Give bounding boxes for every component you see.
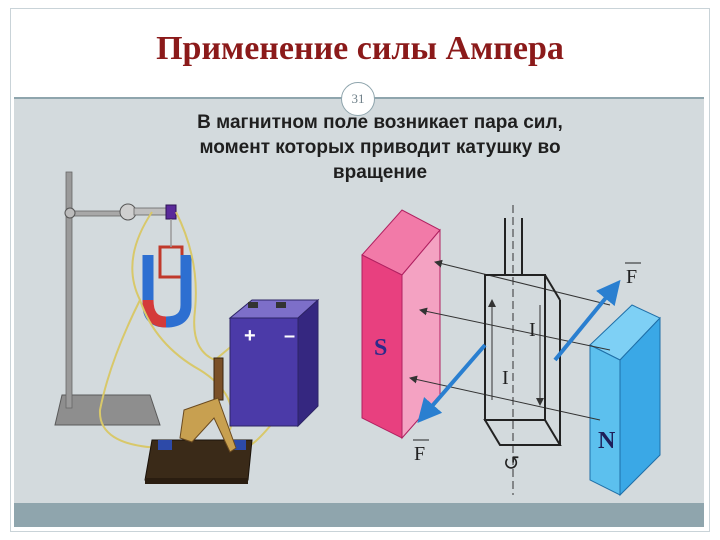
force-label-left: F — [414, 443, 425, 465]
wire-1 — [131, 211, 233, 431]
content-panel — [14, 98, 704, 503]
bottom-bar — [14, 503, 704, 527]
force-arrow-left — [417, 343, 487, 424]
field-line-3 — [409, 375, 601, 421]
magnet-n-front — [619, 316, 661, 497]
terminal-right — [232, 440, 246, 450]
terminal-left — [158, 440, 172, 450]
battery-plus-label: + — [244, 325, 256, 347]
field-line-1 — [434, 259, 611, 306]
battery-body — [229, 317, 299, 427]
force-arrow-right — [553, 279, 621, 362]
field-line-2 — [419, 307, 611, 351]
stand-base — [54, 394, 161, 426]
lab-apparatus: + – — [54, 171, 320, 484]
body-line-1: В магнитном поле возникает пара сил, — [197, 112, 563, 133]
pole-south-label: S — [374, 335, 387, 361]
small-coil — [158, 245, 184, 279]
coil-holder — [165, 204, 177, 220]
rotation-icon: ↺ — [503, 451, 520, 475]
force-label-right: F — [626, 266, 637, 288]
battery-minus-label: – — [284, 325, 295, 347]
body-line-2: момент которых приводит катушку во — [199, 137, 561, 158]
stand-rod — [65, 171, 73, 409]
magnet-n-side — [589, 344, 621, 496]
slide-body-text: В магнитном поле возникает пара сил, мом… — [70, 110, 690, 185]
pole-north-label: N — [598, 428, 616, 454]
current-label-left: I — [502, 367, 509, 389]
stand-clamp — [64, 207, 76, 219]
coil-frame — [484, 218, 546, 421]
switch-lever — [179, 397, 237, 453]
wire-3 — [98, 299, 161, 449]
ampere-force-diagram: S N I I F F ↺ — [361, 205, 661, 497]
slide-number-badge: 31 — [341, 82, 375, 116]
slide-title: Применение силы Ампера — [156, 30, 564, 67]
current-label-right: I — [529, 319, 536, 341]
body-line-3: вращение — [332, 162, 428, 183]
switch-handle — [213, 357, 224, 401]
wire-2 — [175, 211, 216, 361]
